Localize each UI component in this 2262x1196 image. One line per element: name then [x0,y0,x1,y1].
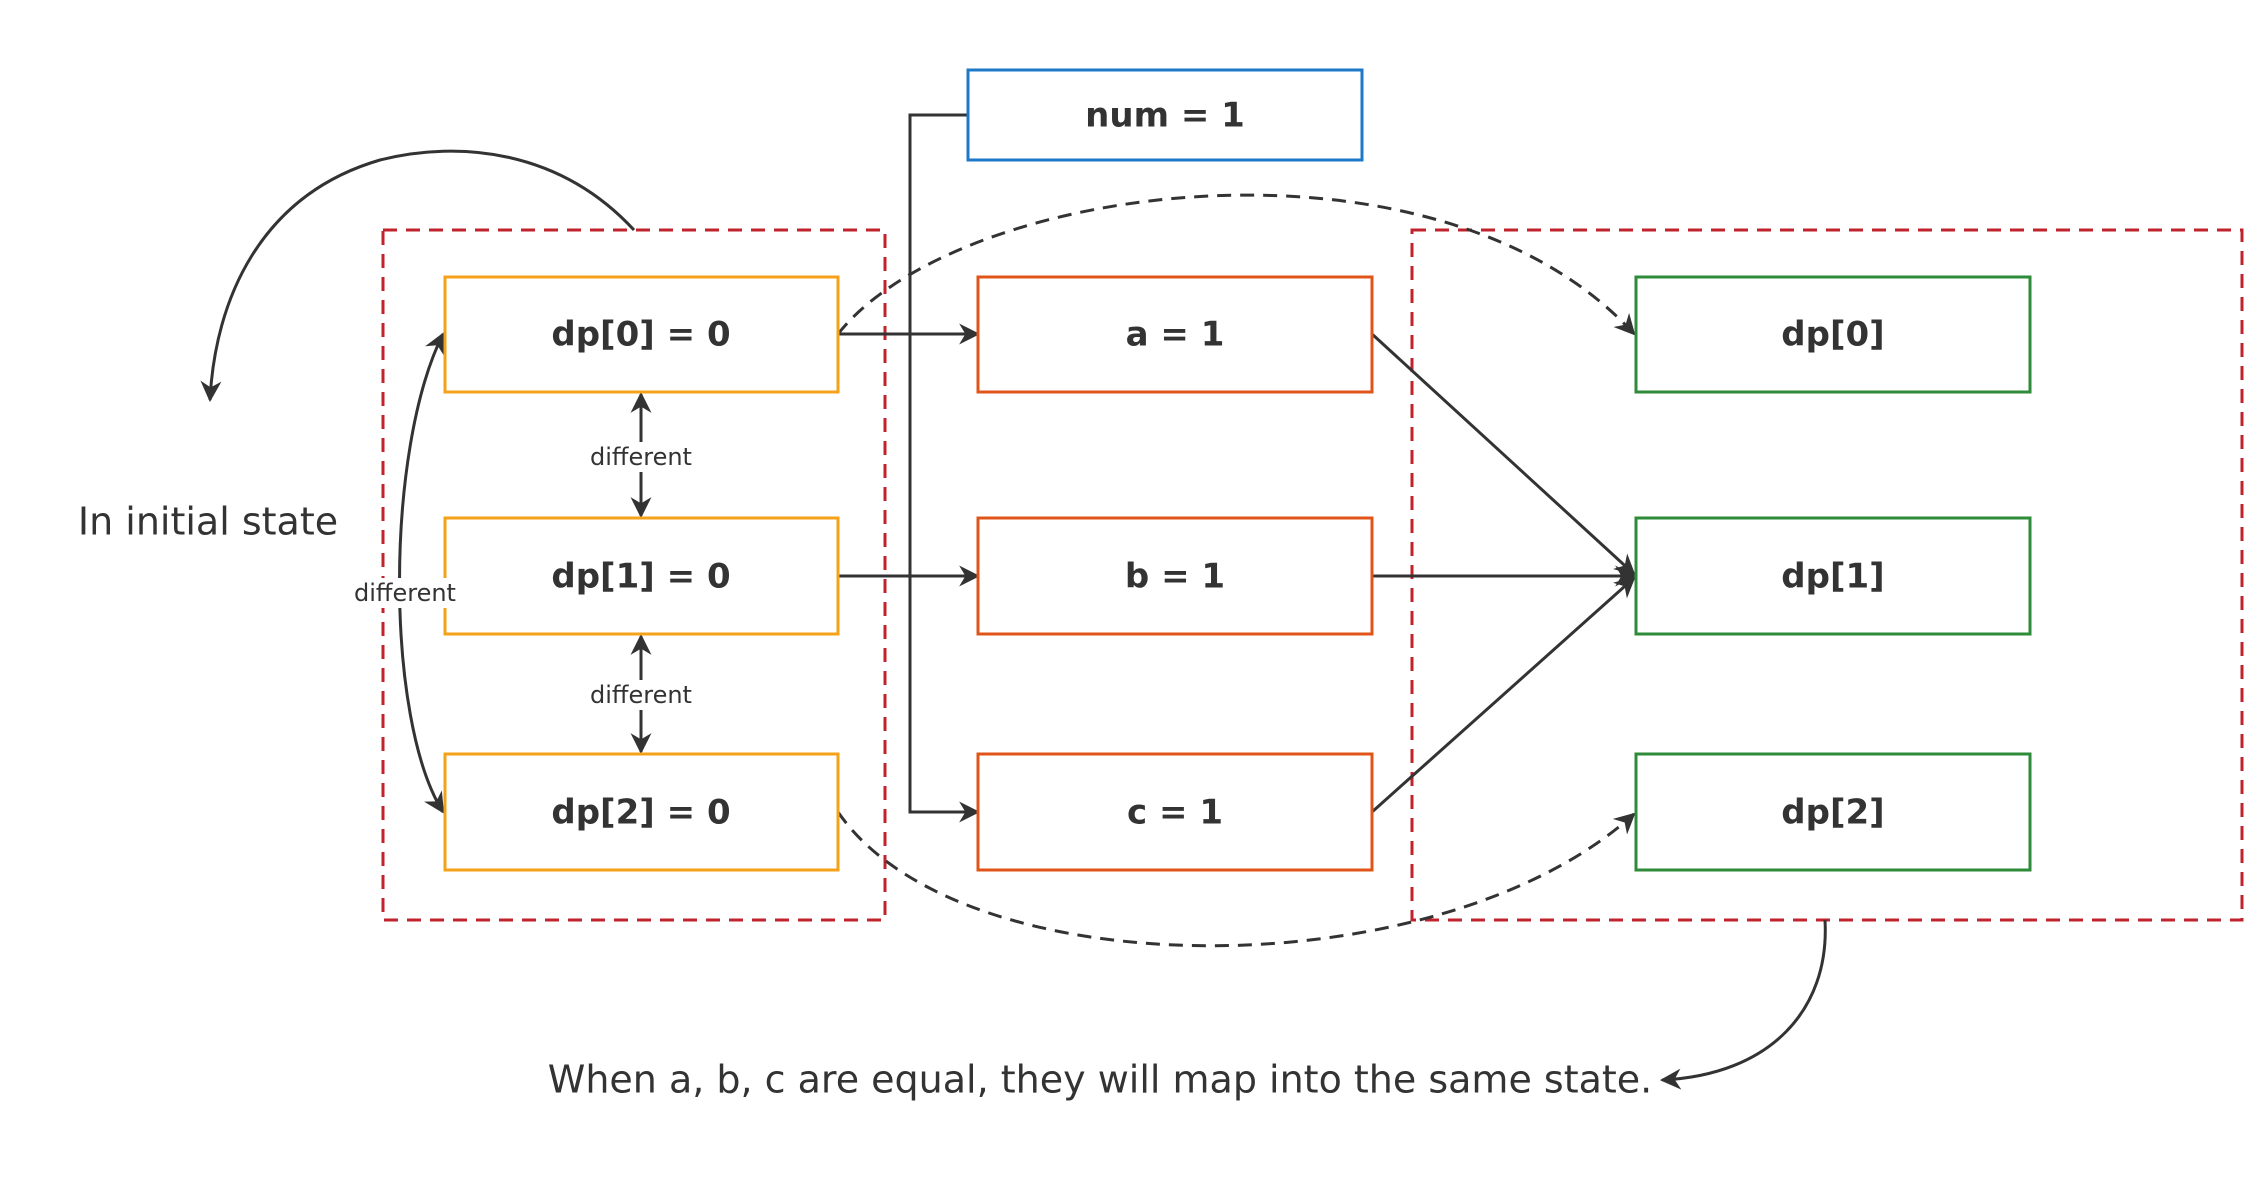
target-node-0: dp[0] [1634,275,2032,394]
same-state-callout-arrow [1659,919,1827,1090]
same-state-caption: When a, b, c are equal, they will map in… [548,1058,1653,1102]
value-node-b: b = 1 [976,516,1374,636]
target-node-2: dp[2] [1634,752,2032,872]
target-node-2-label: dp[2] [1781,793,1884,833]
target-node-1-label: dp[1] [1781,557,1884,597]
a-to-target1-arrow [1370,332,1636,576]
dp0-dp2-different-label: different [354,579,456,607]
dp0-dp1-different-label: different [590,443,692,471]
dp0-dp2-different-arc [398,332,445,814]
initial-state-callout-arrow [200,149,636,403]
dp-node-2: dp[2] = 0 [443,752,840,872]
dp-node-0-label: dp[0] = 0 [551,315,730,355]
value-node-a: a = 1 [976,275,1374,394]
value-node-c-label: c = 1 [1127,793,1223,833]
num-node-label: num = 1 [1085,96,1245,136]
num-node: num = 1 [966,68,1364,162]
dp-node-1: dp[1] = 0 [443,516,840,636]
num-to-values-connector [908,113,981,823]
dp0-dp1-label-bg [582,442,700,472]
c-to-target1-arrow [1371,576,1636,814]
dp2-to-target2-dashed-arc [836,811,1636,948]
dp0-to-target0-dashed-arc [836,193,1636,336]
value-node-b-label: b = 1 [1125,557,1225,597]
dp0-dp2-label-bg [350,578,464,608]
dp1-dp2-label-bg [582,680,700,710]
dp1-dp2-different-label: different [590,681,692,709]
dp-node-2-label: dp[2] = 0 [551,793,730,833]
dp-node-1-label: dp[1] = 0 [551,557,730,597]
target-node-0-label: dp[0] [1781,315,1884,355]
initial-state-caption: In initial state [78,500,338,544]
value-node-a-label: a = 1 [1126,315,1225,355]
dp-node-0: dp[0] = 0 [443,275,840,394]
target-node-1: dp[1] [1634,516,2032,636]
value-node-c: c = 1 [976,752,1374,872]
